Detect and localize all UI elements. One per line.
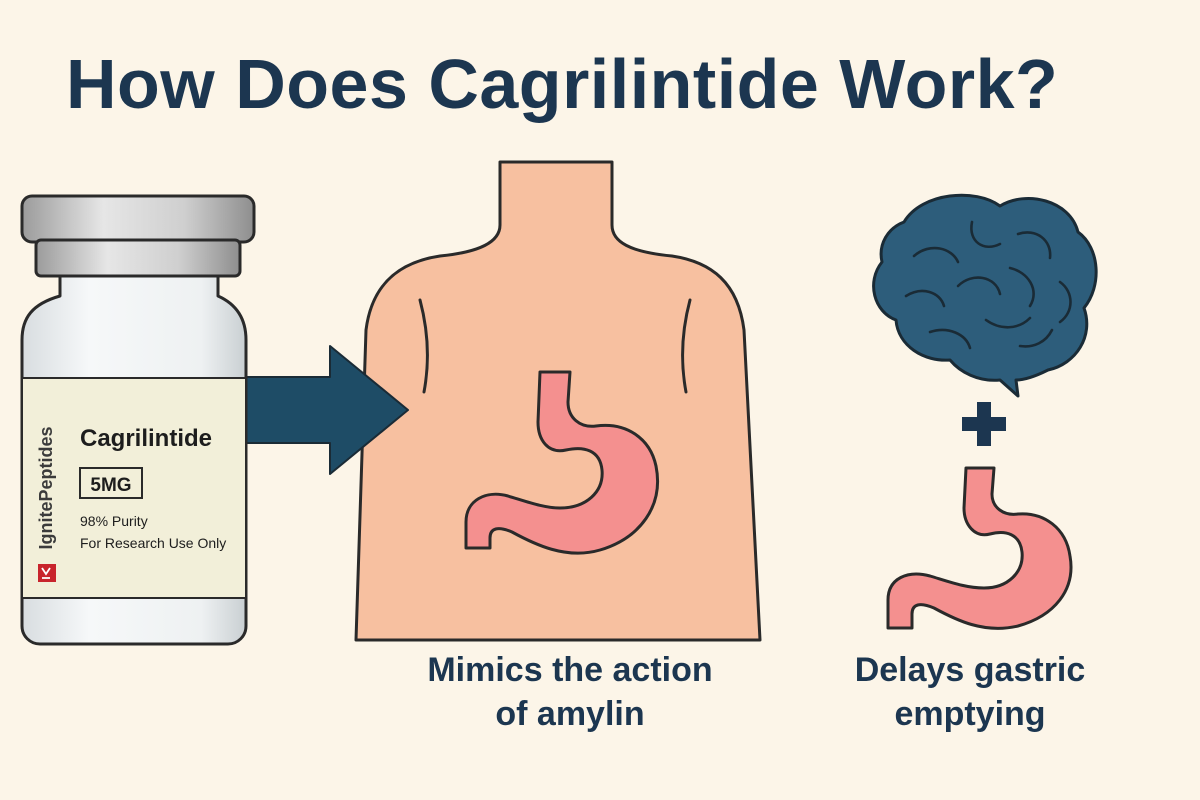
caption-mimics-amylin: Mimics the action of amylin	[390, 648, 750, 736]
vial-usage: For Research Use Only	[80, 535, 226, 551]
arrow-right-icon	[239, 345, 409, 475]
caption-line: Mimics the action	[427, 651, 713, 689]
brain-icon	[872, 193, 1098, 398]
plus-icon	[962, 402, 1006, 446]
vial-icon: IgnitePeptides Cagrilintide 5MG 98% Puri…	[20, 194, 256, 646]
caption-line: emptying	[894, 695, 1046, 733]
stomach-icon	[464, 370, 659, 555]
vial-dose: 5MG	[90, 475, 131, 496]
caption-line: of amylin	[495, 695, 645, 733]
vial-product-name: Cagrilintide	[80, 425, 212, 452]
page-title: How Does Cagrilintide Work?	[66, 45, 1059, 123]
vial-purity: 98% Purity	[80, 513, 148, 529]
vial-brand-text: IgnitePeptides	[36, 426, 56, 549]
caption-line: Delays gastric	[854, 651, 1086, 689]
caption-delays-gastric-emptying: Delays gastric emptying	[820, 648, 1120, 736]
stomach-icon	[886, 466, 1073, 630]
